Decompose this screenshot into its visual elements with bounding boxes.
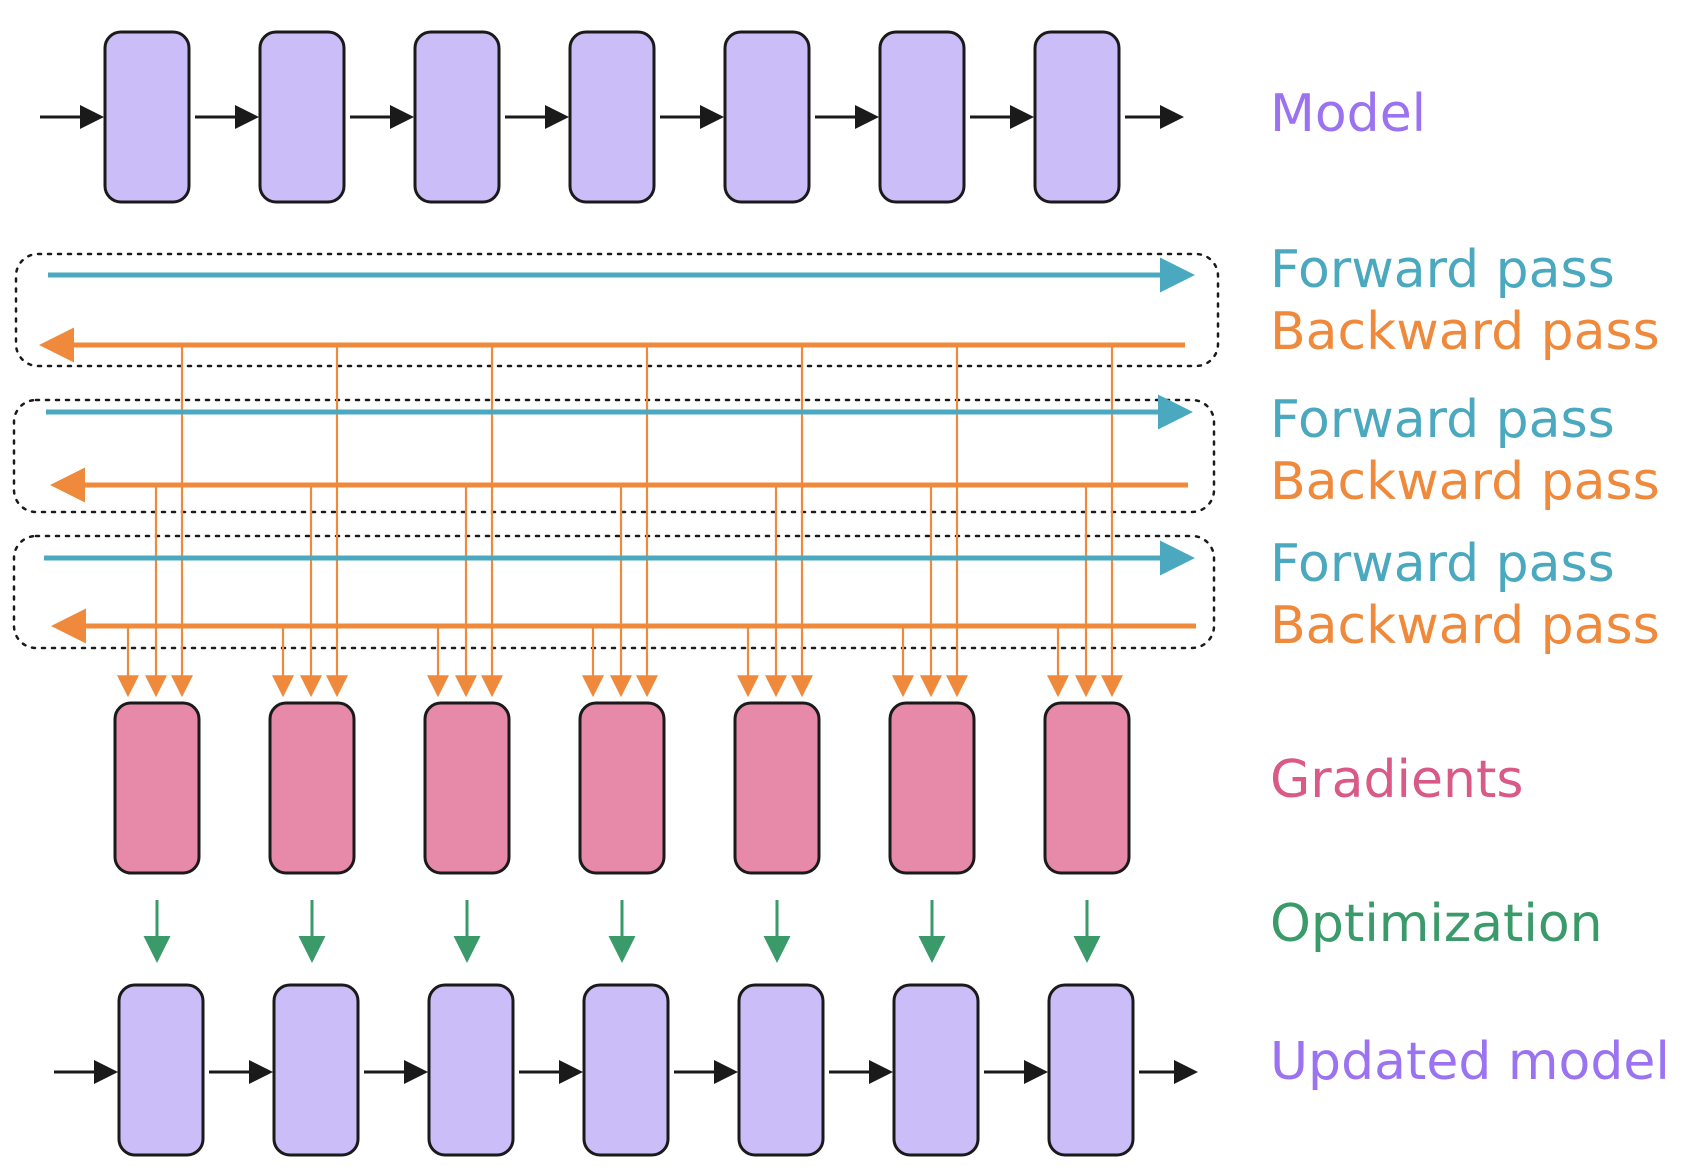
gradient-block-1	[113, 701, 201, 875]
updated-model-block-6	[892, 983, 980, 1157]
updated-model-block-5	[737, 983, 825, 1157]
backward-pass-label-1: Backward pass	[1270, 302, 1660, 362]
optimization-label: Optimization	[1270, 894, 1603, 954]
gradient-block-7	[1043, 701, 1131, 875]
backward-pass-label-3: Backward pass	[1270, 596, 1660, 656]
model-block-1	[103, 30, 191, 204]
pass-group-box-3	[12, 534, 1216, 650]
updated-model-label: Updated model	[1270, 1032, 1670, 1092]
pass-group-box-2	[12, 398, 1216, 514]
pass-group-box-1	[14, 252, 1220, 368]
updated-model-block-3	[427, 983, 515, 1157]
gradient-block-4	[578, 701, 666, 875]
model-block-5	[723, 30, 811, 204]
gradient-block-3	[423, 701, 511, 875]
gradient-block-2	[268, 701, 356, 875]
backward-pass-label-2: Backward pass	[1270, 452, 1660, 512]
forward-pass-label-3: Forward pass	[1270, 534, 1615, 594]
updated-model-block-4	[582, 983, 670, 1157]
model-label: Model	[1270, 84, 1427, 144]
updated-model-block-7	[1047, 983, 1135, 1157]
updated-model-block-1	[117, 983, 205, 1157]
gradient-block-5	[733, 701, 821, 875]
gradient-block-6	[888, 701, 976, 875]
forward-pass-label-2: Forward pass	[1270, 390, 1615, 450]
model-block-4	[568, 30, 656, 204]
model-block-3	[413, 30, 501, 204]
model-block-6	[878, 30, 966, 204]
updated-model-block-2	[272, 983, 360, 1157]
model-block-7	[1033, 30, 1121, 204]
model-block-2	[258, 30, 346, 204]
forward-pass-label-1: Forward pass	[1270, 240, 1615, 300]
gradients-label: Gradients	[1270, 750, 1524, 810]
